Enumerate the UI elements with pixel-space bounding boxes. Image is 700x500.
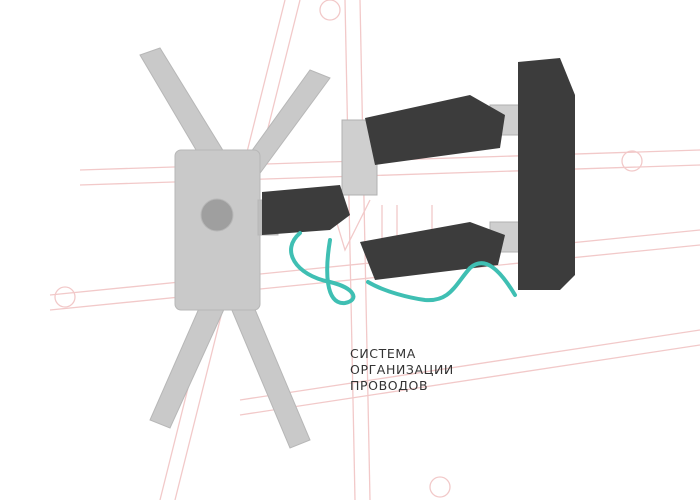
caption-line-2: ОРГАНИЗАЦИИ xyxy=(350,362,454,377)
cable-management-caption: СИСТЕМА ОРГАНИЗАЦИИ ПРОВОДОВ xyxy=(350,346,454,394)
wall-mount-arm-icon xyxy=(262,58,575,290)
caption-line-3: ПРОВОДОВ xyxy=(350,378,429,393)
caption-line-1: СИСТЕМА xyxy=(350,346,416,361)
vesa-plate-icon xyxy=(139,47,331,449)
cable-icon xyxy=(289,231,517,305)
